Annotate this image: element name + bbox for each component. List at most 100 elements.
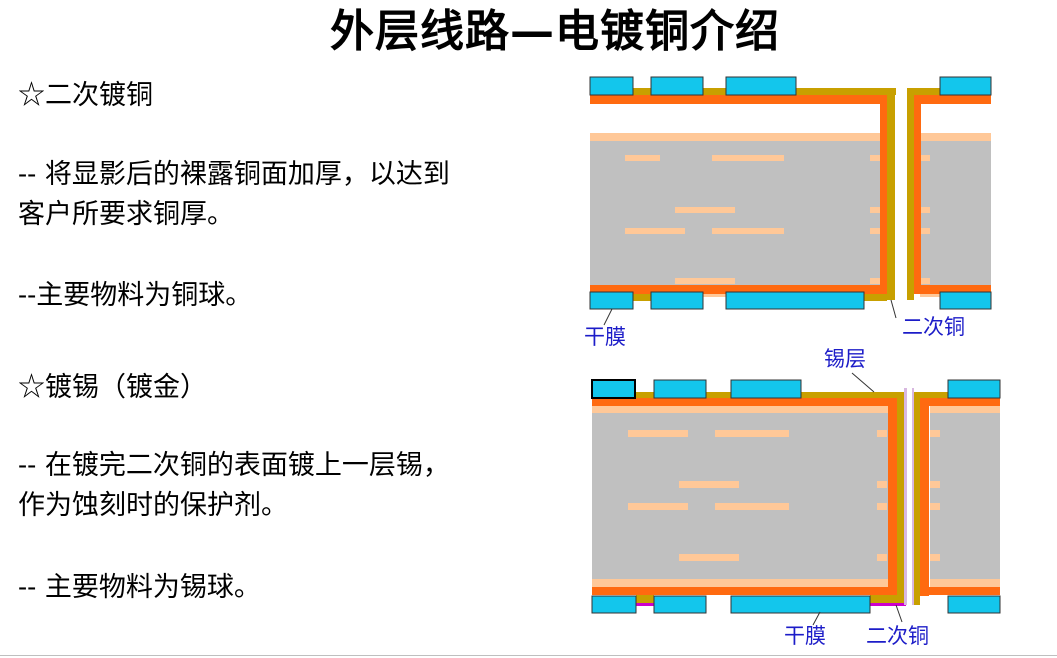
inner-trace — [877, 554, 887, 561]
dry-film-pad — [947, 595, 1001, 614]
tin-layer-bottom — [636, 595, 654, 603]
inner-layer — [920, 133, 991, 141]
inner-trace — [920, 155, 930, 161]
dry-film-pad — [650, 291, 704, 310]
text-line: -- 主要物料为锡球。 — [18, 572, 261, 603]
leader-line — [851, 372, 875, 393]
text-line: -- 将显影后的裸露铜面加厚，以达到 — [18, 159, 450, 190]
section-heading-tin-plating: ☆镀锡（镀金） — [18, 372, 207, 403]
page-title: 外层线路—电镀铜介绍 — [330, 6, 780, 57]
core-right — [930, 413, 1000, 579]
dry-film-pad — [650, 76, 704, 96]
dry-film-pad — [591, 595, 637, 614]
tin-thin-layer — [912, 388, 914, 605]
inner-layer — [930, 405, 1000, 413]
tin-thin-layer — [636, 603, 654, 606]
dry-film-pad — [730, 379, 802, 399]
inner-trace — [930, 503, 940, 510]
dry-film-pad — [730, 595, 871, 614]
inner-trace — [712, 155, 784, 161]
dry-film-pad — [589, 76, 634, 96]
core-left — [590, 141, 880, 289]
copper-bottom-right — [920, 587, 1000, 595]
dry-film-pad — [947, 379, 1001, 399]
dry-film-pad — [725, 291, 865, 310]
leader-line — [890, 299, 897, 319]
inner-trace — [675, 207, 735, 213]
inner-trace — [877, 481, 887, 488]
inner-trace — [870, 207, 880, 213]
copper-top-right — [912, 95, 991, 104]
inner-trace — [679, 481, 739, 488]
inner-trace — [870, 278, 880, 284]
dry-film-pad — [589, 291, 634, 310]
inner-layer — [592, 405, 889, 413]
inner-trace — [715, 503, 789, 510]
hole-copper-right — [914, 95, 921, 294]
text-line: -- 在镀完二次铜的表面镀上一层锡， — [18, 450, 450, 481]
inner-trace — [930, 481, 940, 488]
second-copper-bottom — [864, 294, 887, 301]
label-dry-film: 干膜 — [784, 624, 826, 648]
copper-bottom-right — [912, 285, 991, 294]
second-copper-hole-left — [887, 88, 895, 300]
inner-layer — [592, 579, 889, 588]
second-copper-top-right — [914, 88, 940, 95]
tin-thin-layer — [904, 388, 907, 605]
inner-trace — [712, 228, 784, 234]
tin-layer-hole-right — [914, 392, 920, 605]
tin-layer-top-right — [920, 392, 948, 398]
copper-bottom-left — [592, 587, 897, 595]
section-heading-second-copper: ☆二次镀铜 — [18, 80, 153, 111]
dry-film-pad — [591, 379, 636, 399]
hole-copper-left — [880, 95, 887, 294]
label-second-copper: 二次铜 — [902, 315, 965, 339]
inner-trace — [930, 430, 940, 437]
tin-thin-layer — [870, 603, 906, 606]
inner-trace — [870, 228, 880, 234]
hole-copper-right — [920, 398, 929, 596]
inner-trace — [675, 278, 735, 284]
core-right — [920, 141, 991, 289]
inner-trace — [920, 207, 930, 213]
text-line: --主要物料为铜球。 — [18, 280, 253, 311]
inner-trace — [920, 228, 930, 234]
hole-copper-left — [888, 398, 897, 596]
text-line: 客户所要求铜厚。 — [18, 199, 234, 230]
diagram-tin-plating: 锡层 干膜 二次铜 — [591, 347, 1001, 648]
inner-trace — [625, 228, 685, 234]
label-tin-layer: 锡层 — [824, 347, 866, 371]
copper-top-left — [590, 95, 890, 104]
bottom-divider — [0, 655, 1057, 656]
inner-layer — [590, 133, 880, 141]
leader-line — [812, 611, 821, 626]
dry-film-pad — [653, 379, 707, 399]
copper-top-right — [920, 398, 1000, 406]
dry-film-pad — [939, 291, 992, 310]
dry-film-pad — [725, 76, 797, 96]
inner-trace — [628, 430, 688, 437]
inner-trace — [877, 430, 887, 437]
copper-top-left — [592, 398, 897, 406]
inner-trace — [930, 554, 940, 561]
label-dry-film: 干膜 — [584, 325, 626, 349]
label-second-copper: 二次铜 — [866, 624, 929, 648]
inner-trace — [870, 155, 880, 161]
dry-film-pad — [653, 595, 707, 614]
inner-trace — [679, 554, 739, 561]
inner-layer — [930, 579, 1000, 588]
inner-trace — [920, 278, 930, 284]
copper-bottom-left — [590, 285, 890, 294]
inner-trace — [625, 155, 660, 161]
second-copper-bottom — [633, 294, 651, 301]
tin-layer-bottom — [870, 595, 897, 603]
inner-trace — [877, 503, 887, 510]
text-line: 作为蚀刻时的保护剂。 — [18, 490, 288, 521]
tin-layer-hole-left — [897, 392, 904, 605]
core-left — [592, 413, 889, 579]
second-copper-hole-right — [907, 88, 914, 300]
inner-trace — [715, 430, 789, 437]
leader-line — [603, 308, 613, 326]
dry-film-pad — [939, 76, 992, 96]
